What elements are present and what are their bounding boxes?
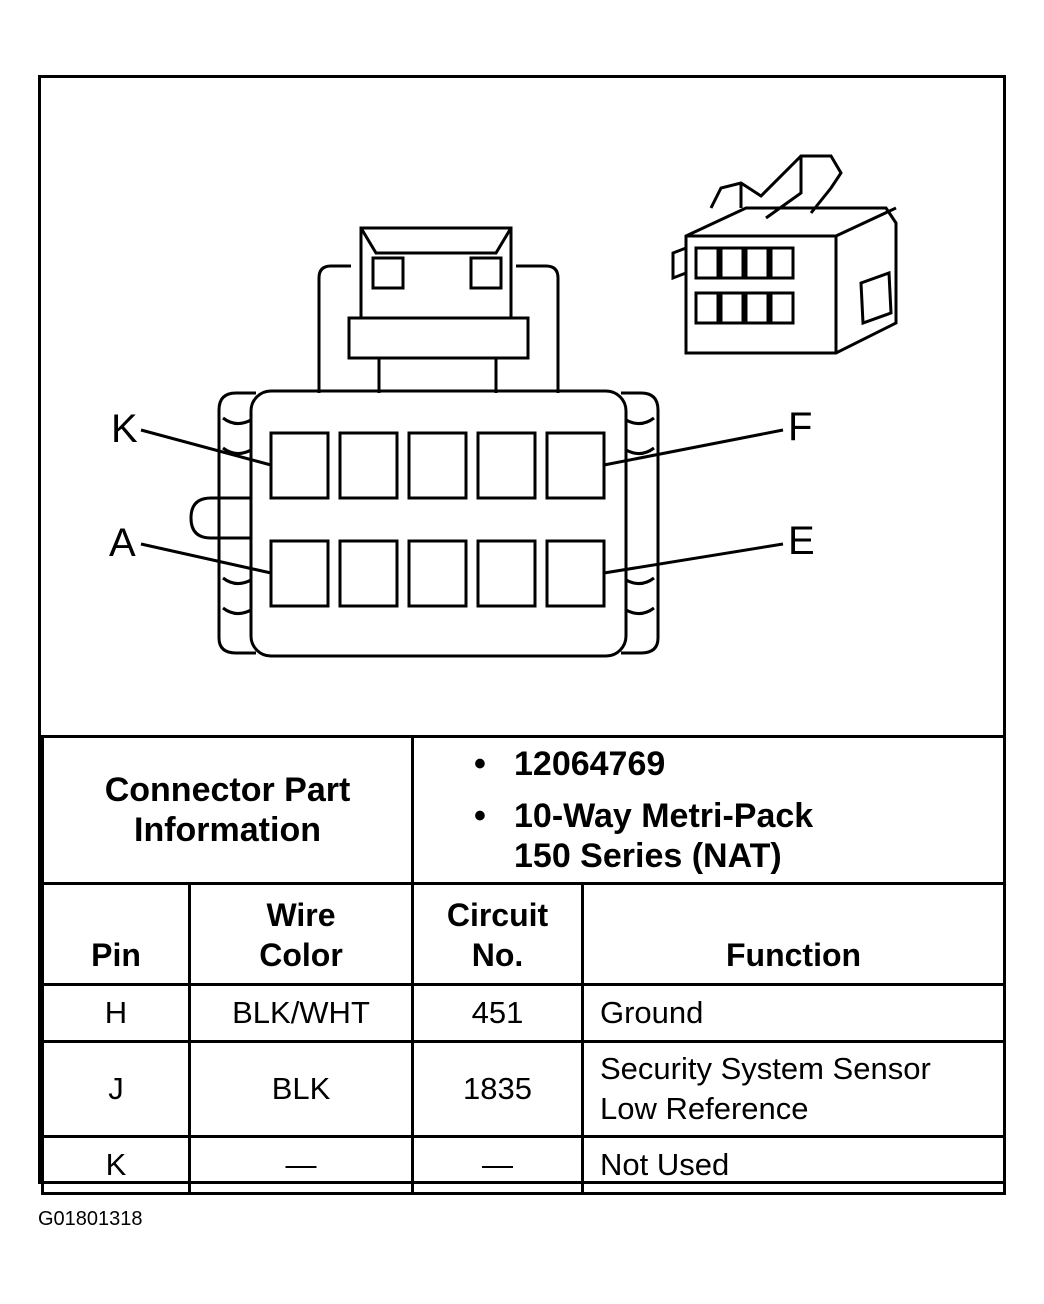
description-item: • 10-Way Metri-Pack 150 Series (NAT): [474, 796, 1003, 876]
connector-diagram: K F A E: [41, 78, 1003, 735]
connector-face-drawing: K F A E: [109, 154, 898, 658]
description-line1: 10-Way Metri-Pack: [514, 797, 814, 835]
cell-function-line1: Not Used: [600, 1147, 730, 1182]
cell-pin: K: [41, 1135, 191, 1195]
pin-label-e: E: [788, 519, 815, 563]
part-number: 12064769: [514, 745, 666, 783]
header-wire-color-line1: Wire: [266, 897, 336, 933]
bullet-icon: •: [474, 797, 486, 835]
connector-part-info-row: Connector Part Information • 12064769 • …: [41, 735, 1007, 885]
cell-pin: H: [41, 983, 191, 1043]
header-wire-color-line2: Color: [259, 937, 343, 973]
pin-label-f: F: [788, 405, 812, 449]
cell-function: Security System Sensor Low Reference: [580, 1040, 1007, 1138]
info-label-line2: Information: [134, 811, 321, 849]
cell-function-line1: Ground: [600, 995, 704, 1030]
bullet-icon: •: [474, 745, 486, 783]
cell-function: Ground: [580, 983, 1007, 1043]
header-pin: Pin: [41, 882, 191, 986]
cell-function: Not Used: [580, 1135, 1007, 1195]
header-pin-text: Pin: [91, 937, 141, 973]
cell-function-line2: Low Reference: [600, 1091, 809, 1126]
cell-circuit: 451: [411, 983, 584, 1043]
description-line2: 150 Series (NAT): [514, 837, 782, 875]
connector-frame: K F A E Connector Part Information • 120…: [38, 75, 1007, 1195]
info-label-line1: Connector Part: [104, 771, 351, 809]
cell-pin: J: [41, 1040, 191, 1138]
connector-info-table: Connector Part Information • 12064769 • …: [41, 735, 1007, 1195]
pin-label-a: A: [109, 521, 136, 565]
header-function: Function: [580, 882, 1007, 986]
part-number-item: • 12064769: [474, 744, 1003, 784]
table-row: J BLK 1835 Security System Sensor Low Re…: [41, 1040, 1007, 1138]
table-header-row: Pin Wire Color Circuit No. Function: [41, 882, 1007, 986]
cell-wire-color: BLK: [188, 1040, 414, 1138]
table-row: H BLK/WHT 451 Ground: [41, 983, 1007, 1043]
header-wire-color: Wire Color: [188, 882, 414, 986]
cell-wire-color: —: [188, 1135, 414, 1195]
cell-circuit: —: [411, 1135, 584, 1195]
cell-function-line1: Security System Sensor: [600, 1051, 931, 1086]
header-circuit: Circuit No.: [411, 882, 584, 986]
figure-id: G01801318: [38, 1208, 143, 1230]
connector-part-info-values: • 12064769 • 10-Way Metri-Pack 150 Serie…: [410, 735, 1007, 885]
table-row: K — — Not Used: [41, 1135, 1007, 1195]
pin-label-k: K: [111, 407, 138, 451]
cell-circuit: 1835: [411, 1040, 584, 1138]
header-function-text: Function: [725, 937, 862, 973]
header-circuit-line2: No.: [471, 937, 524, 973]
header-circuit-line1: Circuit: [446, 897, 549, 933]
connector-part-info-label: Connector Part Information: [41, 735, 414, 885]
cell-wire-color: BLK/WHT: [188, 983, 414, 1043]
